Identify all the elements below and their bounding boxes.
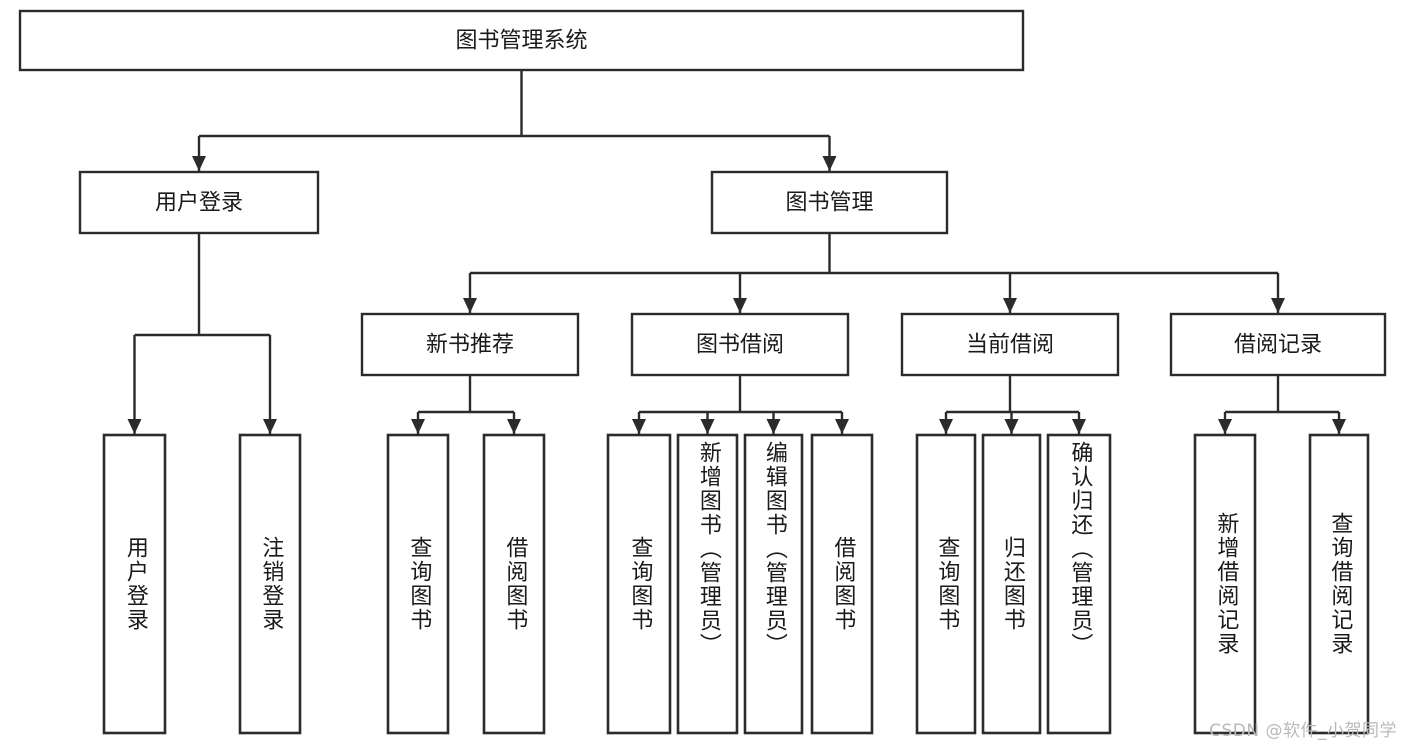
node-label-用户登录: 用户登录 xyxy=(155,191,243,216)
node-box-归还图书-9[interactable] xyxy=(981,433,1042,735)
node-box-用户登录[interactable] xyxy=(78,170,320,235)
arrow-head-icon xyxy=(507,419,521,434)
watermark: CSDN @软件_小贺同学 xyxy=(1209,721,1397,741)
node-box-新增借阅记录-11[interactable] xyxy=(1193,433,1257,735)
arrow-head-icon xyxy=(263,419,277,434)
arrow-head-icon xyxy=(835,419,849,434)
arrow-head-icon xyxy=(1271,298,1285,313)
node-box-编辑图书管理员-6[interactable] xyxy=(743,433,804,735)
node-box-借阅图书-7[interactable] xyxy=(810,433,874,735)
node-box-图书管理系统[interactable] xyxy=(18,9,1025,72)
node-box-注销登录-1[interactable] xyxy=(238,433,302,735)
node-box-借阅记录[interactable] xyxy=(1169,312,1387,377)
connector-layer xyxy=(127,70,1346,434)
node-label-新书推荐: 新书推荐 xyxy=(426,333,514,358)
node-box-图书借阅[interactable] xyxy=(630,312,850,377)
node-label-借阅记录: 借阅记录 xyxy=(1234,333,1322,358)
arrow-head-icon xyxy=(733,298,747,313)
node-box-查询图书-2[interactable] xyxy=(386,433,450,735)
arrow-head-icon xyxy=(822,156,837,171)
node-box-查询图书-8[interactable] xyxy=(915,433,977,735)
node-box-图书管理[interactable] xyxy=(710,170,949,235)
node-box-新增图书管理员-5[interactable] xyxy=(676,433,739,735)
node-box-新书推荐[interactable] xyxy=(360,312,580,377)
arrow-head-icon xyxy=(1004,419,1019,434)
box-layer xyxy=(18,9,1387,735)
arrow-head-icon xyxy=(411,419,425,434)
node-box-查询借阅记录-12[interactable] xyxy=(1308,433,1370,735)
arrow-head-icon xyxy=(127,419,142,434)
arrow-head-icon xyxy=(1072,419,1086,434)
arrow-head-icon xyxy=(1003,298,1017,313)
arrow-head-icon xyxy=(192,156,206,171)
arrow-head-icon xyxy=(463,298,477,313)
arrow-head-icon xyxy=(1332,419,1346,434)
node-box-借阅图书-3[interactable] xyxy=(482,433,546,735)
node-box-确认归还管理员-10[interactable] xyxy=(1046,433,1112,735)
node-label-当前借阅: 当前借阅 xyxy=(966,333,1054,358)
arrow-head-icon xyxy=(766,419,781,434)
arrow-head-icon xyxy=(1218,419,1232,434)
node-box-当前借阅[interactable] xyxy=(900,312,1120,377)
node-label-图书借阅: 图书借阅 xyxy=(696,333,784,358)
node-label-图书管理: 图书管理 xyxy=(785,191,873,216)
node-box-用户登录-0[interactable] xyxy=(102,433,167,735)
node-label-图书管理系统: 图书管理系统 xyxy=(455,29,587,54)
arrow-head-icon xyxy=(939,419,953,434)
node-box-查询图书-4[interactable] xyxy=(606,433,672,735)
arrow-head-icon xyxy=(632,419,646,434)
arrow-head-icon xyxy=(700,419,715,434)
